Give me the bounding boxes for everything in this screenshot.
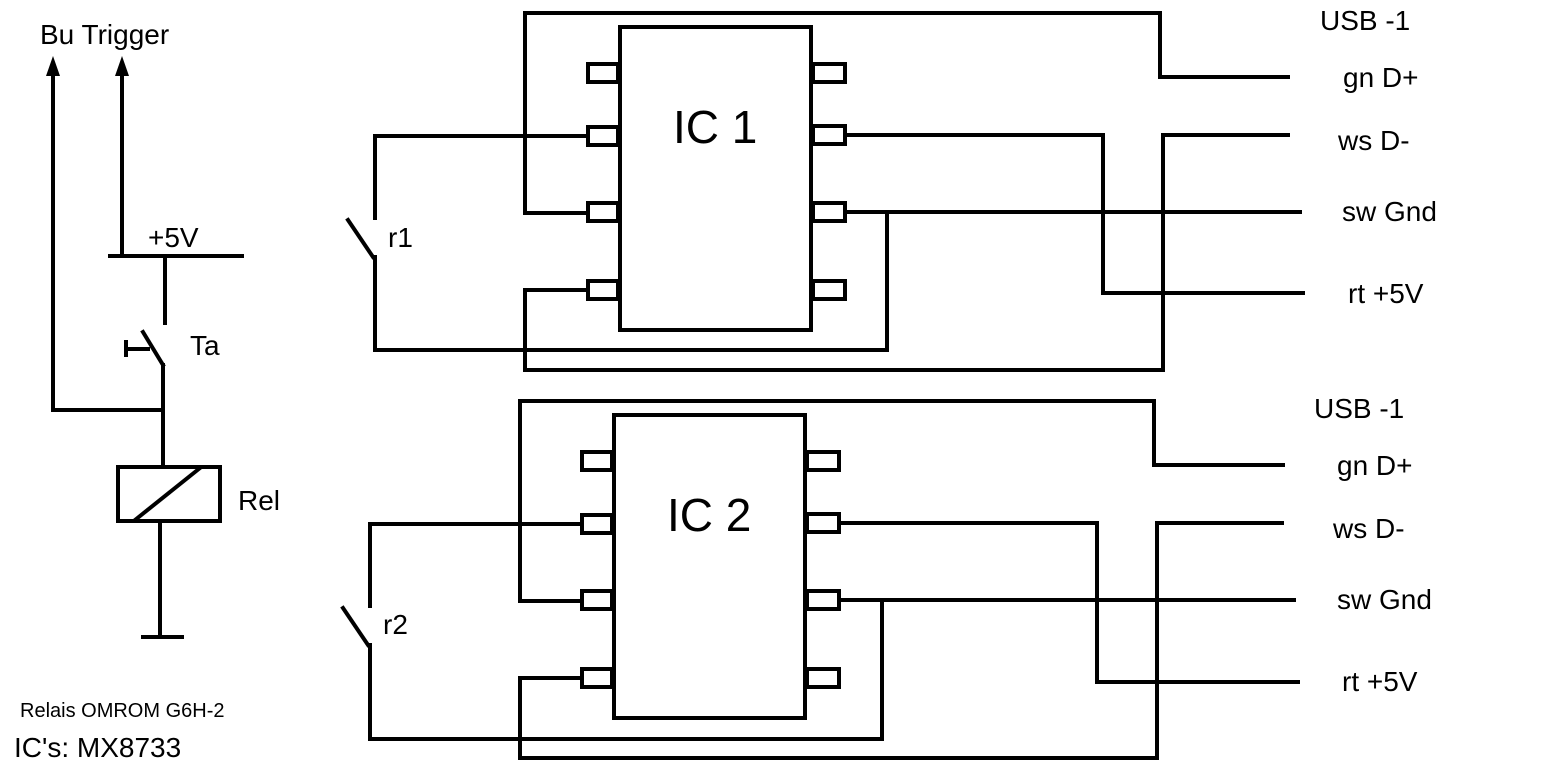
ic2-pin-1 <box>580 450 614 472</box>
ic2-dplus-wire <box>518 399 1285 603</box>
ic1-pin-8 <box>811 62 847 84</box>
ic2-sw-label: sw Gnd <box>1337 584 1432 615</box>
bu-trigger-label: Bu Trigger <box>40 19 169 50</box>
ta-label: Ta <box>190 330 220 361</box>
ic1-pin-2 <box>586 125 620 147</box>
ic2-pin-4 <box>580 667 614 689</box>
ic2-ws-label: ws D- <box>1332 513 1405 544</box>
ic2-rt-label: rt +5V <box>1342 666 1418 697</box>
relay-coil <box>116 465 222 523</box>
ic1-pin-7 <box>811 124 847 146</box>
ic1-pin-3 <box>586 201 620 223</box>
ic1-r1-contact <box>345 217 376 260</box>
r1-label: r1 <box>388 222 413 253</box>
ic2-dminus-wire <box>518 521 1284 760</box>
ic2-name: IC 2 <box>667 489 751 541</box>
relay-coil-diagonal <box>132 465 203 523</box>
ic1-circuit: IC 1 r1 USB -1 gn D+ ws D- sw Gnd rt +5V <box>345 5 1437 372</box>
ic2-pin-7 <box>805 512 841 534</box>
ic2-gn-label: gn D+ <box>1337 450 1413 481</box>
ic1-gn-label: gn D+ <box>1343 62 1419 93</box>
ic2-chip <box>612 413 807 720</box>
bu-arrow-icon <box>46 56 60 76</box>
ic1-pin-6 <box>811 201 847 223</box>
ic1-pin-5 <box>811 279 847 301</box>
rel-label: Rel <box>238 485 280 516</box>
plus5v-label: +5V <box>148 222 199 253</box>
ic2-r2-contact <box>340 605 371 648</box>
ic1-dplus-wire <box>523 11 1290 215</box>
ic1-dminus-wire <box>523 133 1290 372</box>
trigger-circuit: Bu Trigger +5V Ta Rel Relais OMROM G6H-2… <box>14 19 280 763</box>
ic1-chip <box>618 25 813 332</box>
ic2-pin-8 <box>805 450 841 472</box>
ic1-pin-1 <box>586 62 620 84</box>
r2-label: r2 <box>383 609 408 640</box>
ic2-pin-2 <box>580 513 614 535</box>
push-button-contact <box>140 329 166 368</box>
ic2-r2-bottom-wire <box>368 598 884 741</box>
ic1-usb-label: USB -1 <box>1320 5 1410 36</box>
ic2-circuit: IC 2 r2 USB -1 gn D+ ws D- sw Gnd rt +5V <box>340 393 1432 760</box>
ic1-r1-bottom-wire <box>373 210 889 352</box>
ic1-name: IC 1 <box>673 101 757 153</box>
ic1-r1-top-wire <box>373 134 590 220</box>
relais-note: Relais OMROM G6H-2 <box>20 700 224 722</box>
ic1-ws-label: ws D- <box>1337 125 1410 156</box>
trigger-arrow-icon <box>115 56 129 76</box>
ic1-rt-label: rt +5V <box>1348 278 1424 309</box>
ic2-r2-top-wire <box>368 522 584 608</box>
ics-note: IC's: MX8733 <box>14 732 181 763</box>
ic2-plus5v-wire <box>840 521 1300 684</box>
ic2-pin-3 <box>580 589 614 611</box>
ic2-usb-label: USB -1 <box>1314 393 1404 424</box>
ic2-pin-6 <box>805 589 841 611</box>
ic2-pin-5 <box>805 667 841 689</box>
ic1-sw-label: sw Gnd <box>1342 196 1437 227</box>
ic1-pin-4 <box>586 279 620 301</box>
